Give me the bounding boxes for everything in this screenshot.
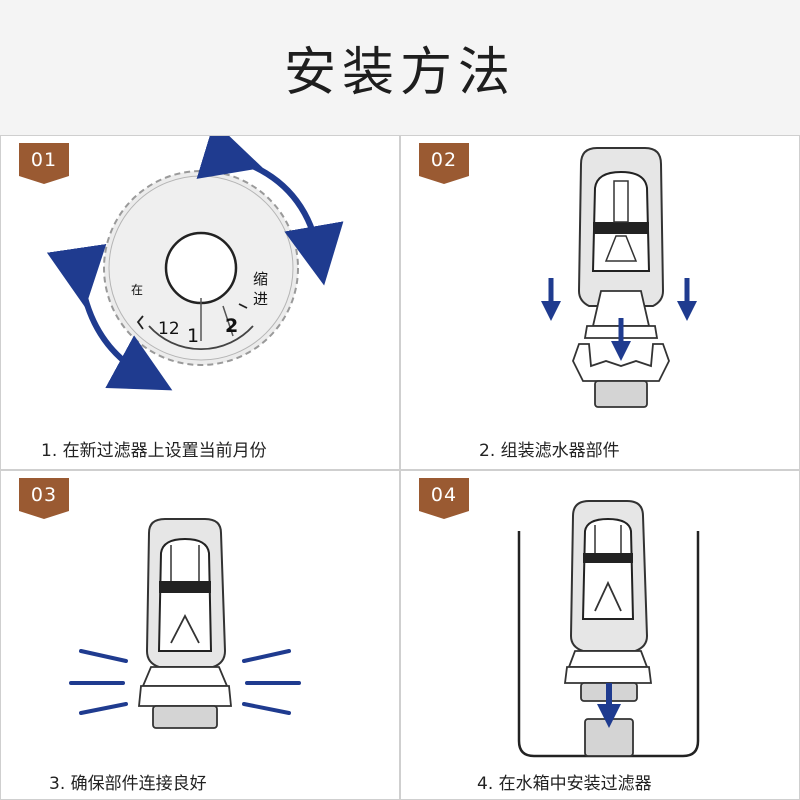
dial-label-right-bottom: 进 [253,290,268,308]
step-1-panel: 01 在 缩 进 12 1 2 [0,135,400,470]
step-2-badge: 02 [419,143,469,184]
tank-outlet [584,718,634,757]
step-1-caption: 1. 在新过滤器上设置当前月份 [41,441,267,461]
dial-number-1: 1 [187,325,199,347]
filter-body [577,147,665,307]
dial-label-left: 在 [131,283,143,297]
dial-number-12: 12 [158,319,180,339]
step-3-caption: 3. 确保部件连接良好 [49,774,207,794]
rotate-arrow-bottom-icon [46,243,173,391]
dial-illustration: 在 缩 进 12 1 2 [46,136,344,391]
step-2-panel: 02 [400,135,800,470]
assembled-filter [138,518,232,729]
page-title: 安装方法 [283,43,516,103]
step-3-badge: 03 [19,478,69,519]
assembly-illustration [541,147,697,408]
dial-number-2: 2 [225,315,238,337]
step-1-badge: 01 [19,143,69,184]
steps-grid: 01 在 缩 进 12 1 2 [0,135,800,800]
step-2-caption: 2. 组装滤水器部件 [479,441,620,461]
dial-center-hole [164,231,238,305]
connected-filter-illustration [69,518,301,729]
step-4-caption: 4. 在水箱中安装过滤器 [477,774,652,794]
filter-cap [583,290,659,339]
month-dial [103,170,299,366]
tank-install-illustration [517,500,700,758]
connection-lines-icon [69,649,301,715]
step-4-panel: 04 4. 在水箱中安装过滤器 [400,470,800,800]
filter-base [572,343,670,408]
step-3-panel: 03 3. 确保部件连接良好 [0,470,400,800]
rotate-arrow-top-icon [196,136,344,286]
step-4-badge: 04 [419,478,469,519]
dial-label-right-top: 缩 [253,270,268,288]
filter-unit [563,500,653,702]
